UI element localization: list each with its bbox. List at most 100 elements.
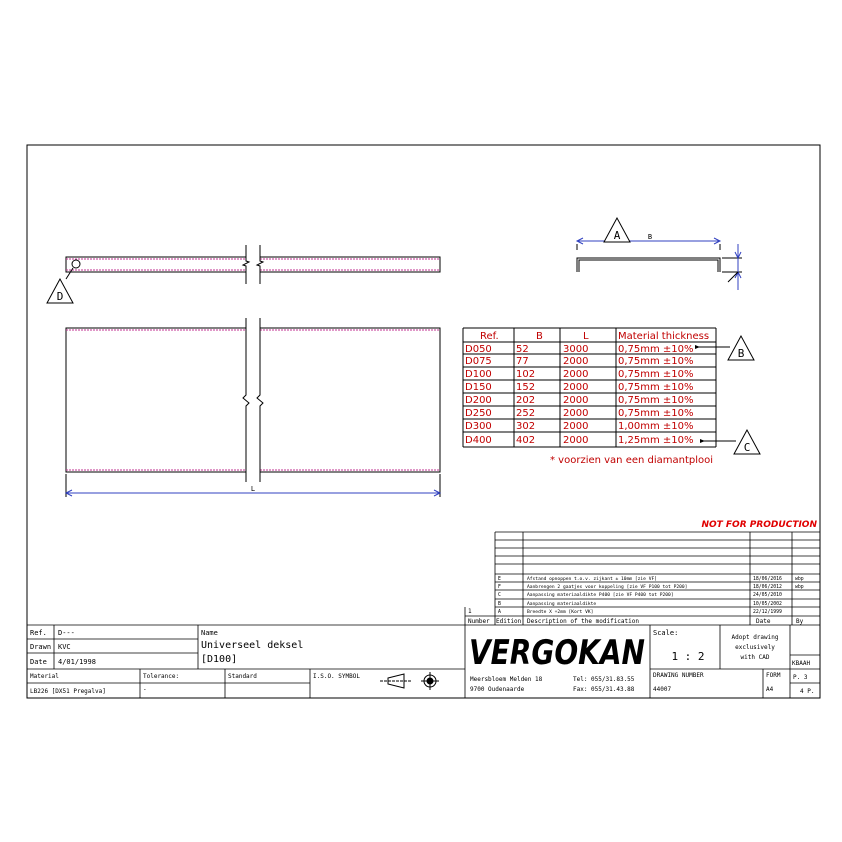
revision-date: 18/06/2012 (753, 584, 782, 590)
dimension-l-label: L (251, 485, 255, 493)
table-cell-b: 52 (516, 344, 529, 355)
page-label: P. 3 (793, 674, 808, 681)
table-cell-b: 202 (516, 395, 535, 406)
iso-symbol-label: I.S.O. SYMBOL (313, 673, 360, 680)
table-cell-b: 152 (516, 382, 535, 393)
callout-d: D (46, 277, 74, 304)
revision-date: 10/05/2002 (753, 601, 782, 607)
table-cell-ref: D050 (465, 344, 492, 355)
drawn-value: KVC (58, 643, 71, 651)
form-label: FORM (766, 672, 781, 679)
table-cell-ref: D250 (465, 408, 492, 419)
revision-letter: C (498, 592, 501, 598)
telephone: Tel: 055/31.83.55 (573, 676, 635, 683)
adopt-line-3: with CAD (741, 654, 770, 661)
ref-label: Ref. (30, 629, 47, 637)
table-cell-ref: D150 (465, 382, 492, 393)
revision-number-header: Number (468, 618, 490, 625)
revision-letter: B (498, 601, 501, 607)
scale-value: 1 : 2 (671, 650, 704, 663)
revision-date: 18/06/2016 (753, 576, 782, 582)
table-header-ref: Ref. (480, 331, 499, 342)
table-cell-b: 302 (516, 421, 535, 432)
revision-description: Afstand opnoppen t.o.v. zijkant ± 10mm [… (527, 576, 657, 582)
drawing-number-label: DRAWING NUMBER (653, 672, 704, 679)
not-for-production-stamp: NOT FOR PRODUCTION (701, 520, 817, 530)
revision-by-header: By (796, 618, 804, 625)
revision-description: Aanpassing materiaaldikte (527, 601, 596, 607)
ref-value: D--- (58, 629, 75, 637)
name-line-2: [D100] (201, 654, 237, 665)
table-cell-b: 252 (516, 408, 535, 419)
pages-label: 4 P. (800, 688, 814, 695)
table-cell-thickness: 0,75mm ±10% (618, 344, 694, 355)
table-cell-ref: D400 (465, 435, 492, 446)
table-header-l: L (583, 331, 589, 342)
table-cell-l: 3000 (563, 344, 588, 355)
fax: Fax: 055/31.43.88 (573, 686, 635, 693)
drawn-label: Drawn (30, 643, 51, 651)
dimension-b-label: B (648, 233, 652, 241)
revision-index: 1 (468, 608, 472, 615)
vergokan-logo: VERGOKAN (469, 633, 645, 673)
date-value: 4/01/1998 (58, 658, 96, 666)
table-cell-l: 2000 (563, 421, 588, 432)
svg-text:A: A (614, 229, 621, 242)
revision-description: Aanbrengen 2 gaatjes voor koppeling [zie… (527, 584, 687, 590)
table-cell-l: 2000 (563, 356, 588, 367)
callout-b: B (695, 334, 755, 361)
callout-c: C (700, 428, 761, 455)
title-block (27, 624, 820, 698)
drawing-number: 44007 (653, 686, 671, 693)
code: KBAAH (792, 660, 810, 667)
table-cell-ref: D200 (465, 395, 492, 406)
adopt-line-2: exclusively (735, 644, 775, 651)
tolerance-value: - (143, 686, 147, 693)
adopt-line-1: Adopt drawing (732, 634, 779, 641)
table-cell-b: 77 (516, 356, 529, 367)
table-cell-ref: D100 (465, 369, 492, 380)
projection-symbol-icon (380, 672, 439, 690)
scale-label: Scale: (653, 629, 678, 637)
name-line-1: Universeel deksel (201, 640, 303, 651)
address-line-2: 9700 Oudenaarde (470, 686, 525, 693)
revision-block (464, 531, 820, 625)
table-cell-ref: D075 (465, 356, 492, 367)
revision-letter: F (498, 584, 501, 590)
table-cell-thickness: 0,75mm ±10% (618, 395, 694, 406)
revision-description: Aanpassing materiaaldikte P400 [zie VF P… (527, 592, 674, 598)
revision-edition-header: Edition (496, 618, 522, 625)
table-cell-thickness: 0,75mm ±10% (618, 382, 694, 393)
revision-by: wbp (795, 576, 804, 582)
revision-letter: E (498, 576, 501, 582)
tolerance-label: Tolerance: (143, 673, 179, 680)
form-value: A4 (766, 686, 774, 693)
drawing-frame (26, 144, 821, 699)
revision-by: wbp (795, 584, 804, 590)
table-cell-thickness: 0,75mm ±10% (618, 369, 694, 380)
revision-date: 22/12/1999 (753, 609, 782, 615)
table-cell-thickness: 1,25mm ±10% (618, 435, 694, 446)
svg-text:D: D (57, 290, 64, 303)
table-cell-l: 2000 (563, 395, 588, 406)
table-header-b: B (536, 331, 543, 342)
table-cell-thickness: 0,75mm ±10% (618, 408, 694, 419)
name-label: Name (201, 629, 218, 637)
date-label: Date (30, 658, 47, 666)
svg-text:C: C (744, 441, 751, 454)
material-value: LB226 [DX51 Pregalva] (30, 688, 106, 695)
table-cell-b: 102 (516, 369, 535, 380)
revision-description-header: Description of the modification (527, 618, 639, 625)
table-cell-thickness: 0,75mm ±10% (618, 356, 694, 367)
address-line-1: Meersbloem Melden 18 (470, 676, 543, 683)
table-cell-thickness: 1,00mm ±10% (618, 421, 694, 432)
side-view (65, 245, 441, 284)
callout-a: A (603, 216, 631, 243)
revision-date: 24/05/2010 (753, 592, 782, 598)
table-cell-l: 2000 (563, 408, 588, 419)
top-view (64, 318, 442, 497)
table-cell-l: 2000 (563, 435, 588, 446)
table-note: * voorzien van een diamantplooi (550, 455, 713, 466)
